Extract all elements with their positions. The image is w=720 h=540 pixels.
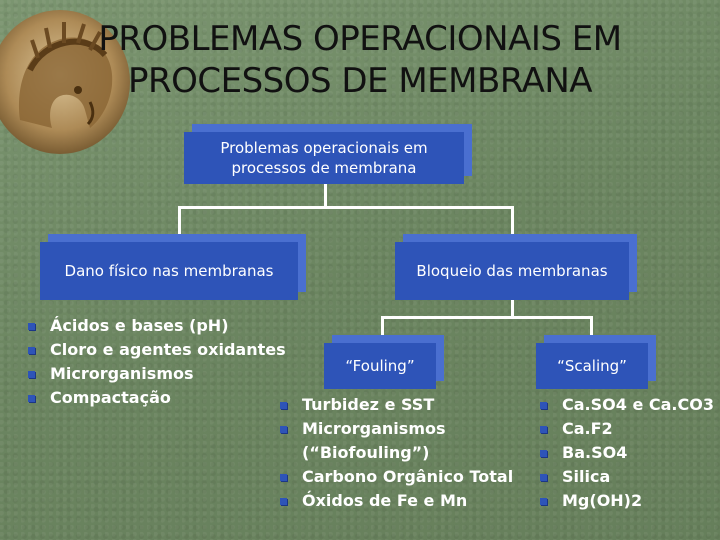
root-box: Problemas operacionais em processos de m… (184, 132, 464, 184)
list-item: Turbidez e SST (278, 393, 528, 417)
list-item-text: Turbidez e SST (302, 395, 435, 414)
bullet-icon (28, 323, 35, 330)
bullet-icon (540, 474, 547, 481)
list-item: Ca.SO4 e Ca.CO3 (538, 393, 718, 417)
list-item: Silica (538, 465, 718, 489)
fouling-label: “Fouling” (345, 357, 415, 375)
bullet-icon (540, 450, 547, 457)
bullet-icon (280, 498, 287, 505)
list-item-text: Ca.F2 (562, 419, 613, 438)
scaling-box: “Scaling” (536, 343, 648, 389)
list-item: Microrganismos (“Biofouling”) (278, 417, 528, 465)
connector-bloqueio-sub (511, 300, 514, 318)
connector-level1-horizontal (178, 206, 514, 209)
bullet-icon (540, 498, 547, 505)
list-item-text: Mg(OH)2 (562, 491, 643, 510)
bullet-icon (280, 402, 287, 409)
connector-scaling-down (590, 316, 593, 340)
list-item-text: Ácidos e bases (pH) (50, 316, 229, 335)
list-item-text: Microrganismos (“Biofouling”) (302, 419, 446, 462)
dano-list: Ácidos e bases (pH) Cloro e agentes oxid… (26, 314, 306, 410)
bullet-icon (280, 474, 287, 481)
connector-fouling-down (381, 316, 384, 340)
bullet-icon (28, 347, 35, 354)
list-item: Ca.F2 (538, 417, 718, 441)
list-item: Carbono Orgânico Total (278, 465, 528, 489)
bullet-icon (28, 395, 35, 402)
list-item-text: Óxidos de Fe e Mn (302, 491, 468, 510)
list-item-text: Ba.SO4 (562, 443, 628, 462)
dano-box: Dano físico nas membranas (40, 242, 298, 300)
scaling-list: Ca.SO4 e Ca.CO3 Ca.F2 Ba.SO4 Silica Mg(O… (538, 393, 718, 513)
list-item: Mg(OH)2 (538, 489, 718, 513)
connector-bloqueio-down (511, 206, 514, 236)
root-label: Problemas operacionais em processos de m… (220, 139, 428, 177)
connector-root-down (324, 184, 327, 208)
list-item-text: Compactação (50, 388, 171, 407)
bullet-icon (28, 371, 35, 378)
dano-label: Dano físico nas membranas (64, 262, 274, 280)
fouling-list: Turbidez e SST Microrganismos (“Biofouli… (278, 393, 528, 513)
slide-title: PROBLEMAS OPERACIONAIS EM PROCESSOS DE M… (98, 19, 622, 101)
bullet-icon (280, 426, 287, 433)
bullet-icon (540, 426, 547, 433)
fouling-box: “Fouling” (324, 343, 436, 389)
connector-dano-down (178, 206, 181, 236)
bloqueio-label: Bloqueio das membranas (416, 262, 608, 280)
warrior-medallion-icon (0, 10, 130, 154)
list-item: Microrganismos (26, 362, 306, 386)
list-item: Ba.SO4 (538, 441, 718, 465)
connector-level2-horizontal (381, 316, 593, 319)
list-item-text: Cloro e agentes oxidantes (50, 340, 286, 359)
list-item: Ácidos e bases (pH) (26, 314, 306, 338)
list-item: Cloro e agentes oxidantes (26, 338, 306, 362)
bullet-icon (540, 402, 547, 409)
list-item-text: Silica (562, 467, 611, 486)
list-item-text: Ca.SO4 e Ca.CO3 (562, 395, 714, 414)
list-item: Compactação (26, 386, 306, 410)
list-item: Óxidos de Fe e Mn (278, 489, 528, 513)
list-item-text: Carbono Orgânico Total (302, 467, 514, 486)
scaling-label: “Scaling” (557, 357, 627, 375)
list-item-text: Microrganismos (50, 364, 194, 383)
bloqueio-box: Bloqueio das membranas (395, 242, 629, 300)
